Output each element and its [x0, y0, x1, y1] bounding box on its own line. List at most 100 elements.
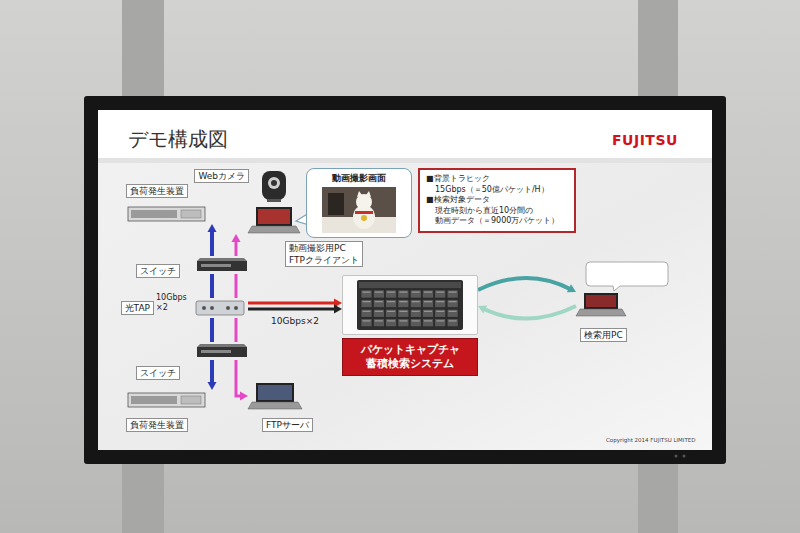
webcam-icon-part	[271, 180, 277, 186]
capture-server-image-part-part	[398, 300, 409, 308]
device-label: 検索用PC	[580, 328, 627, 342]
system-label: パケットキャプチャ 蓄積検索システム	[342, 338, 478, 376]
switch-icon-part	[197, 344, 247, 347]
capture-server-image-part-part	[424, 301, 432, 302]
optical-tap-icon	[196, 301, 244, 315]
capture-server-image-part-part	[373, 309, 384, 317]
capture-server-image-part-part	[399, 320, 407, 321]
capture-server-image-part-part	[423, 309, 434, 317]
arrow-head	[208, 382, 217, 390]
optical-tap-icon-part	[226, 306, 230, 310]
capture-server-image-part-part	[373, 290, 384, 298]
switch-icon-part	[197, 261, 247, 271]
note-heading: ■検索対象データ	[426, 195, 568, 206]
title-band	[98, 110, 712, 158]
connector	[208, 224, 217, 256]
connector	[212, 318, 213, 342]
capture-server-image-part-part	[447, 319, 458, 327]
laptop-icon-part	[258, 385, 292, 400]
capture-server-image-part-part	[399, 311, 407, 312]
capture-server-image-part-part	[435, 290, 446, 298]
connector-line	[236, 360, 243, 396]
optical-tap-icon-part	[210, 306, 214, 310]
device-label: スイッチ	[136, 264, 180, 278]
capture-server-image-part-part	[363, 320, 371, 321]
laptop-icon-part	[256, 383, 294, 402]
device-label: 負荷発生装置	[126, 418, 188, 432]
arrow-head	[567, 284, 576, 292]
capture-server-image-part-part	[423, 300, 434, 308]
monitor-led	[675, 455, 678, 458]
connector-line	[210, 229, 214, 256]
capture-server-image-part-part	[386, 290, 397, 298]
capture-server-image-part-part	[435, 319, 446, 327]
device-label: スイッチ	[136, 366, 180, 380]
switch-icon-part	[201, 264, 231, 267]
capture-server-image-part-part	[423, 290, 434, 298]
optical-tap-icon-part	[202, 306, 206, 310]
switch-icon-part	[197, 347, 247, 357]
capture-server-image-part-part	[436, 292, 444, 293]
capture-server-image-part-part	[386, 309, 397, 317]
note-heading: ■背景トラヒック	[426, 174, 568, 185]
capture-server-image-part-part	[373, 300, 384, 308]
capture-server-image-part-part	[410, 290, 421, 298]
capture-server-image-part-part	[412, 320, 420, 321]
capture-server-image-part-part	[398, 319, 409, 327]
switch-icon	[197, 344, 247, 357]
capture-server-image-part-part	[412, 311, 420, 312]
capture-server-image-part-part	[361, 290, 372, 298]
arrow-head	[232, 234, 241, 242]
switch: スイッチ	[196, 256, 250, 274]
capture-server-image-part-part	[375, 320, 383, 321]
camera-view-image-part	[322, 187, 396, 233]
server-icon-part	[181, 210, 201, 218]
brand-logo: FUJITSU	[612, 132, 678, 148]
camera-pc: 動画撮影用PC FTPクライアント	[232, 206, 304, 234]
arrow-head	[334, 305, 342, 314]
camera-view-image-part-part	[322, 187, 396, 233]
laptop-icon-part	[584, 293, 618, 309]
capture-server-image-part-part	[398, 309, 409, 317]
ftp-server: FTPサーバ	[248, 380, 300, 412]
load-generator: 負荷発生装置	[126, 184, 214, 224]
capture-server-image-part-part	[387, 292, 395, 293]
capture-server-image-part-part	[363, 292, 371, 293]
server-icon-part	[128, 207, 205, 221]
laptop-icon-part	[248, 402, 302, 409]
slide-title: デモ構成図	[128, 126, 228, 153]
connector	[236, 360, 248, 401]
monitor-bezel	[84, 96, 726, 464]
laptop-icon	[248, 383, 302, 409]
capture-server-image-part-part	[436, 301, 444, 302]
connector-line	[210, 360, 214, 385]
capture-server-image-part-part	[410, 309, 421, 317]
connector-line	[235, 318, 238, 342]
connector-line	[482, 306, 576, 319]
monitor-led	[683, 455, 686, 458]
capture-server-image-part-part	[412, 292, 420, 293]
switch-icon-part	[201, 350, 231, 353]
capture-server-image-part-part	[357, 280, 463, 330]
capture-server-image-part-part	[361, 309, 372, 317]
screen-callout: 動画撮影画面	[306, 168, 412, 238]
capture-server-image-part-part	[387, 311, 395, 312]
server-icon	[128, 393, 205, 407]
connector	[236, 318, 237, 342]
capture-server-image-part-part	[359, 282, 461, 288]
note-body: 現在時刻から直近10分間の 動画データ（＝9000万パケット）	[426, 206, 568, 227]
search-pc: 検索用PC	[576, 288, 626, 318]
capture-server-image-part-part	[410, 319, 421, 327]
laptop-icon-part	[576, 309, 626, 316]
edge-label: 10Gbps×2	[271, 316, 319, 326]
capture-server-image-part-part	[449, 301, 457, 302]
camera-view-image	[311, 187, 407, 233]
capture-server-image-part-part	[449, 311, 457, 312]
laptop-icon	[576, 293, 626, 316]
web-camera: Webカメラ	[252, 168, 292, 204]
optical-tap: 光TAP	[194, 298, 248, 318]
capture-server-image-part-part	[449, 320, 457, 321]
